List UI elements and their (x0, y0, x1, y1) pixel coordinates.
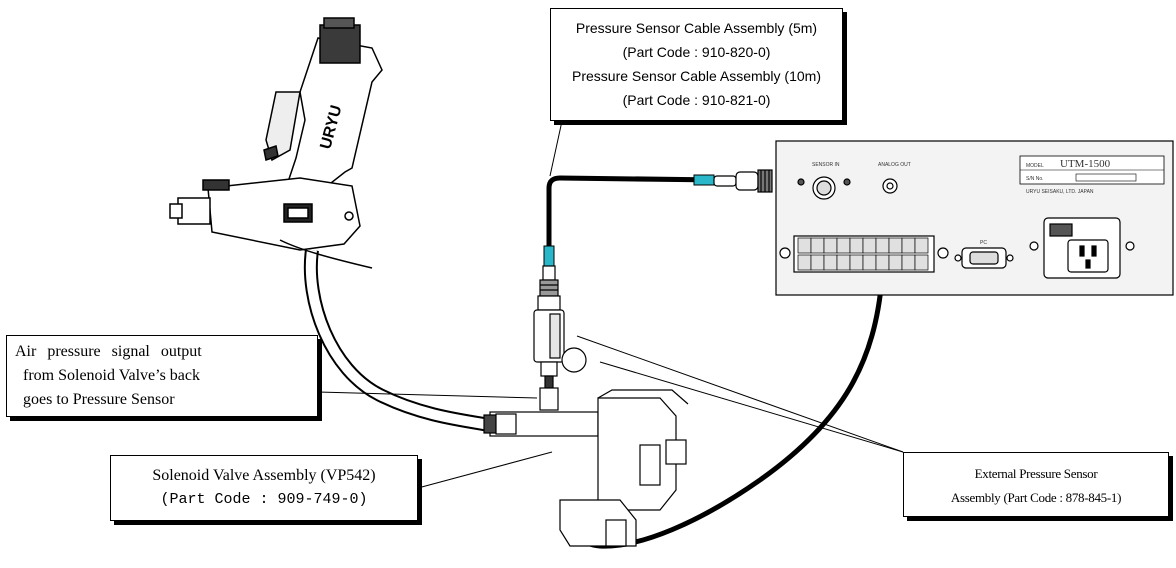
cable-callout-line-1: Pressure Sensor Cable Assembly (5m) (575, 20, 818, 36)
cable-callout-line-4: (Part Code : 910-821-0) (622, 92, 771, 108)
terminal-block (797, 237, 929, 271)
controller-model-label: MODEL (1026, 163, 1044, 169)
sensor-in-label: SENSOR IN (812, 162, 840, 168)
pressure-sensor-callout: External Pressure Sensor Assembly (Part … (903, 452, 1169, 517)
controller-maker: URYU SEISAKU, LTD. JAPAN (1026, 189, 1094, 195)
controller-serial-label: S/N No. (1026, 176, 1044, 182)
tee-fitting (483, 387, 599, 437)
air-callout-line-2: from Solenoid Valve’s back (23, 367, 201, 384)
leader-cable (549, 120, 593, 177)
cable-callout-line-3: Pressure Sensor Cable Assembly (10m) (572, 68, 821, 84)
cable-callout-line-2: (Part Code : 910-820-0) (622, 44, 771, 60)
impact-wrench-tool: URYU (169, 17, 383, 269)
air-callout-line-3: goes to Pressure Sensor (23, 391, 175, 408)
controller-unit (775, 140, 1174, 296)
solenoid-callout-line-1: Solenoid Valve Assembly (VP542) (152, 467, 376, 484)
leader-sensor-2 (599, 361, 904, 453)
leader-air (317, 391, 538, 399)
sensor-callout-line-2: Assembly (Part Code : 878-845-1) (950, 490, 1122, 505)
solenoid-callout-line-2: (Part Code : 909-749-0) (160, 491, 368, 508)
cable-marker-vertical (543, 245, 555, 267)
external-pressure-sensor (533, 295, 587, 389)
pc-port-label: PC (980, 240, 987, 246)
air-pressure-callout: Air pressure signal output from Solenoid… (6, 335, 318, 417)
solenoid-valve (559, 389, 689, 547)
sensor-cable (546, 175, 739, 270)
controller-model: UTM-1500 (1060, 158, 1111, 170)
leader-sensor-1 (576, 335, 904, 453)
air-callout-line-1: Air pressure signal output (15, 343, 202, 360)
solenoid-valve-callout: Solenoid Valve Assembly (VP542) (Part Co… (110, 455, 418, 521)
leader-solenoid (417, 451, 553, 489)
sensor-callout-line-1: External Pressure Sensor (974, 466, 1098, 481)
cable-assembly-callout: Pressure Sensor Cable Assembly (5m) (Par… (550, 8, 843, 121)
cable-connector-controller (713, 169, 773, 193)
analog-out-label: ANALOG OUT (878, 162, 911, 168)
cable-connector-sensor (539, 265, 559, 297)
cable-marker-horizontal (693, 174, 715, 186)
